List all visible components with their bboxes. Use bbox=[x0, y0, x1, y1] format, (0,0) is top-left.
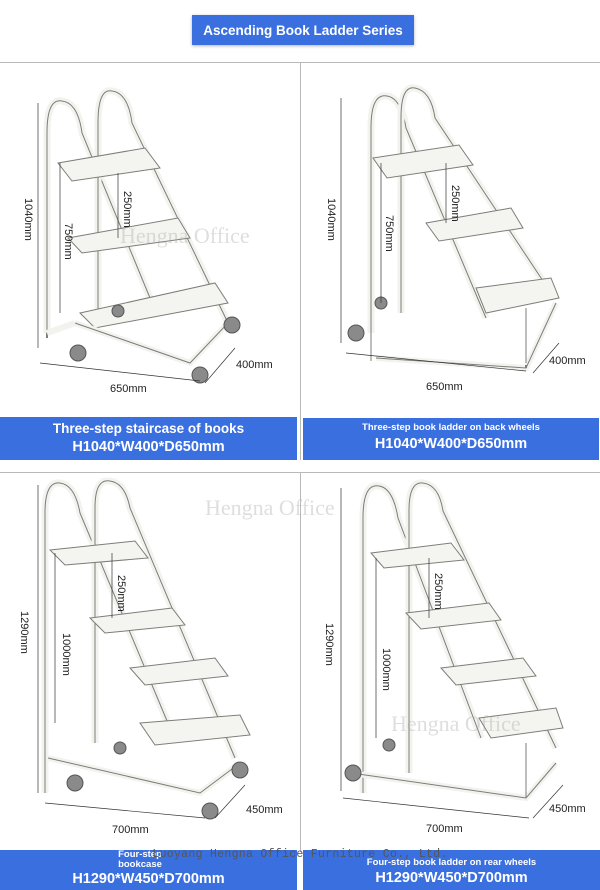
product-dims-4: H1290*W450*D700mm bbox=[375, 870, 528, 887]
width-label-4: 700mm bbox=[426, 823, 463, 835]
product-caption-4: Four-step book ladder on rear wheels H12… bbox=[303, 850, 600, 890]
watermark-3: Hengna Office bbox=[205, 495, 335, 520]
product-card-3: 1290mm 1000mm 250mm 450mm 700mm Hengna O… bbox=[0, 473, 335, 850]
lower-height-label-2: 750mm bbox=[383, 215, 395, 252]
series-title: Ascending Book Ladder Series bbox=[192, 15, 414, 45]
product-name-4: Four-step book ladder on rear wheels bbox=[366, 857, 537, 868]
width-label-3: 700mm bbox=[112, 824, 149, 836]
product-dims-2: H1040*W400*D650mm bbox=[374, 436, 528, 453]
ladder-image-2 bbox=[340, 84, 560, 374]
product-name-3: Four-step bookcase bbox=[118, 849, 162, 871]
product-card-1: 1040mm 750mm 250mm 400mm 650mm Hengna Of… bbox=[0, 63, 297, 460]
product-name-1: Three-step staircase of books bbox=[52, 421, 245, 436]
height-label-2: 1040mm bbox=[325, 198, 337, 241]
step-spacing-label-3: 250mm bbox=[115, 575, 127, 612]
product-card-2: 1040mm 750mm 250mm 400mm 650mm Three-ste… bbox=[301, 63, 599, 460]
caster-wheels-3 bbox=[66, 741, 249, 820]
height-label-4: 1290mm bbox=[323, 623, 335, 666]
width-label-2: 650mm bbox=[426, 381, 463, 393]
depth-label-4: 450mm bbox=[549, 803, 586, 815]
product-card-4: 1290mm 1000mm 250mm 450mm 700mm Hengna O… bbox=[301, 473, 598, 850]
depth-label-2: 400mm bbox=[549, 355, 586, 367]
company-watermark: Luoyang Hengna Office Furniture Co., Ltd… bbox=[152, 848, 448, 861]
height-label-1: 1040mm bbox=[22, 198, 34, 241]
product-dims-3: H1290*W450*D700mm bbox=[72, 871, 225, 887]
product-dims-1: H1040*W400*D650mm bbox=[72, 438, 225, 455]
watermark-1: Hengna Office bbox=[120, 223, 250, 248]
ladder-image-1 bbox=[37, 87, 241, 384]
height-label-3: 1290mm bbox=[18, 611, 30, 654]
caster-wheels-1 bbox=[69, 304, 241, 384]
divider-vertical-bottom bbox=[300, 472, 301, 852]
lower-height-label-3: 1000mm bbox=[60, 633, 72, 676]
step-spacing-label-4: 250mm bbox=[432, 573, 444, 610]
rear-wheels-4 bbox=[344, 738, 396, 782]
product-caption-1: Three-step staircase of books H1040*W400… bbox=[0, 417, 297, 460]
divider-vertical-top bbox=[300, 62, 301, 460]
depth-label-1: 400mm bbox=[236, 359, 273, 371]
watermark-4: Hengna Office bbox=[391, 711, 521, 736]
product-caption-2: Three-step book ladder on back wheels H1… bbox=[303, 418, 599, 460]
depth-label-3: 450mm bbox=[246, 804, 283, 816]
ladder-image-3 bbox=[37, 477, 251, 820]
step-spacing-label-2: 250mm bbox=[449, 185, 461, 222]
product-name-2: Three-step book ladder on back wheels bbox=[362, 422, 540, 433]
lower-height-label-4: 1000mm bbox=[380, 648, 392, 691]
product-caption-3: Four-step bookcase H1290*W450*D700mm bbox=[0, 849, 297, 890]
width-label-1: 650mm bbox=[110, 383, 147, 395]
lower-height-label-1: 750mm bbox=[62, 223, 74, 260]
step-spacing-label-1: 250mm bbox=[121, 191, 133, 228]
ladder-image-4 bbox=[340, 479, 564, 819]
